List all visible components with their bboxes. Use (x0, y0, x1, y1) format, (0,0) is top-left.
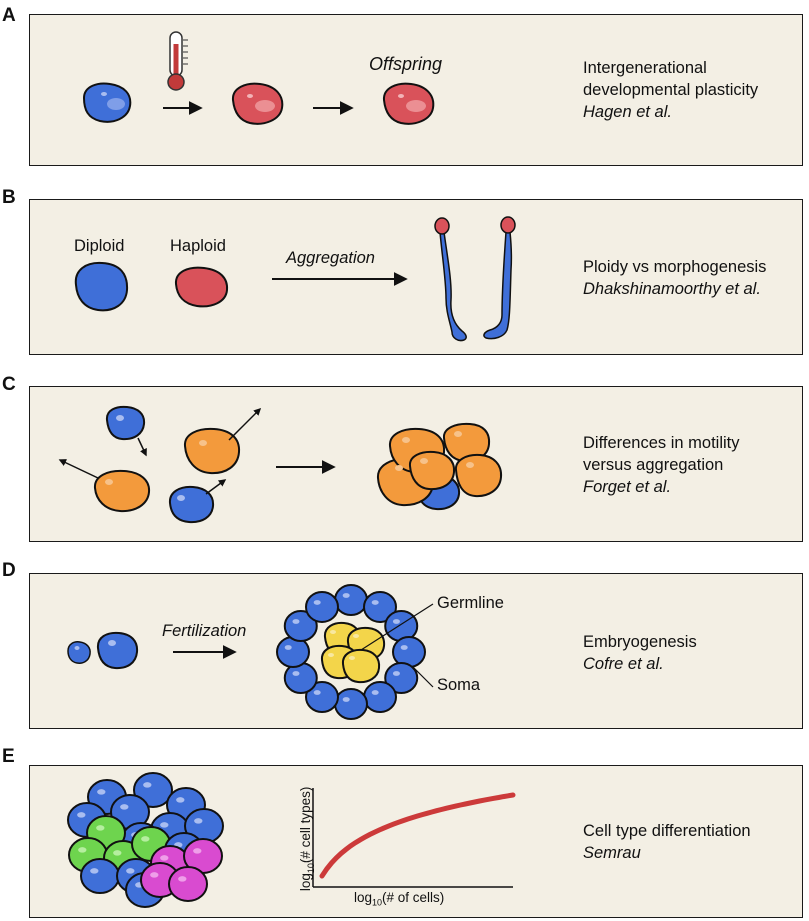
caption-e-line1: Cell type differentiation (583, 822, 751, 840)
fruiting-body-1 (434, 217, 467, 342)
caption-a-line2: developmental plasticity (583, 81, 759, 99)
motility-arrow-c4 (205, 479, 227, 495)
haploid-cell (174, 266, 229, 308)
caption-b-line1: Ploidy vs morphogenesis (583, 258, 767, 276)
chart-y-label: log10(# cell types) (298, 764, 316, 914)
motility-arrow-c3 (228, 407, 262, 441)
fruiting-body-2 (483, 216, 516, 340)
blue-cell-c2 (168, 485, 215, 524)
panel-letter-c: C (2, 374, 16, 395)
blue-cell-a (82, 82, 132, 123)
citation-a: Hagen et al. (583, 103, 672, 121)
fertilization-label: Fertilization (162, 622, 247, 640)
chart-x-label-text: log10(# of cells) (354, 890, 445, 908)
cell-aggregate-c (376, 422, 503, 511)
motility-arrow-c2 (58, 459, 99, 479)
germline-leader (360, 603, 434, 651)
offspring-label: Offspring (369, 54, 443, 74)
caption-a: Intergenerational developmental plastici… (583, 57, 758, 123)
chart-series-curve (319, 792, 516, 879)
germline-label: Germline (437, 594, 504, 612)
haploid-label: Haploid (170, 237, 226, 255)
cluster-cell (133, 772, 173, 808)
orange-cell-c1 (93, 469, 151, 513)
panel-letter-d: D (2, 560, 16, 581)
caption-c: Differences in motility versus aggregati… (583, 432, 740, 498)
cluster-cell (168, 866, 208, 902)
panel-b (29, 199, 803, 355)
blue-cell-c1 (105, 405, 146, 441)
citation-e: Semrau (583, 844, 641, 862)
soma-cell (363, 590, 397, 623)
sperm-cell (67, 641, 91, 664)
orange-cell-c2 (183, 427, 241, 475)
caption-d-line1: Embryogenesis (583, 633, 697, 651)
caption-d: Embryogenesis Cofre et al. (583, 631, 697, 675)
caption-e: Cell type differentiation Semrau (583, 820, 751, 864)
cluster-cell (183, 838, 223, 874)
aggregation-label: Aggregation (286, 249, 375, 267)
soma-cell (363, 681, 397, 714)
embryo-germline (320, 621, 386, 684)
caption-b: Ploidy vs morphogenesis Dhakshinamoorthy… (583, 256, 766, 300)
panel-letter-e: E (2, 746, 15, 767)
red-cell-a2 (382, 82, 435, 125)
soma-label: Soma (437, 676, 481, 694)
red-cell-a1 (231, 82, 284, 125)
citation-d: Cofre et al. (583, 655, 664, 673)
embryo-soma-ring (276, 584, 426, 720)
citation-b: Dhakshinamoorthy et al. (583, 280, 761, 298)
caption-c-line2: versus aggregation (583, 456, 724, 474)
chart-y-label-text: log10(# cell types) (298, 786, 316, 892)
panel-letter-a: A (2, 5, 16, 26)
diploid-cell (74, 261, 129, 312)
thermometer-icon (167, 31, 188, 91)
motility-arrow-c1 (137, 437, 147, 457)
cell-type-chart (312, 788, 516, 888)
chart-x-label: log10(# of cells) (354, 890, 444, 908)
soma-cell (334, 688, 368, 720)
caption-c-line1: Differences in motility (583, 434, 740, 452)
soma-cell (283, 610, 318, 642)
cluster-cell (80, 858, 120, 894)
egg-cell (96, 631, 139, 670)
soma-cell (384, 662, 419, 694)
soma-leader (412, 666, 434, 688)
panel-letter-b: B (2, 187, 16, 208)
diploid-label: Diploid (74, 237, 125, 255)
soma-cell (334, 584, 368, 616)
soma-cell (305, 681, 339, 714)
caption-a-line1: Intergenerational (583, 59, 707, 77)
cell-cluster-e (67, 772, 224, 908)
soma-cell (305, 590, 339, 623)
citation-c: Forget et al. (583, 478, 672, 496)
